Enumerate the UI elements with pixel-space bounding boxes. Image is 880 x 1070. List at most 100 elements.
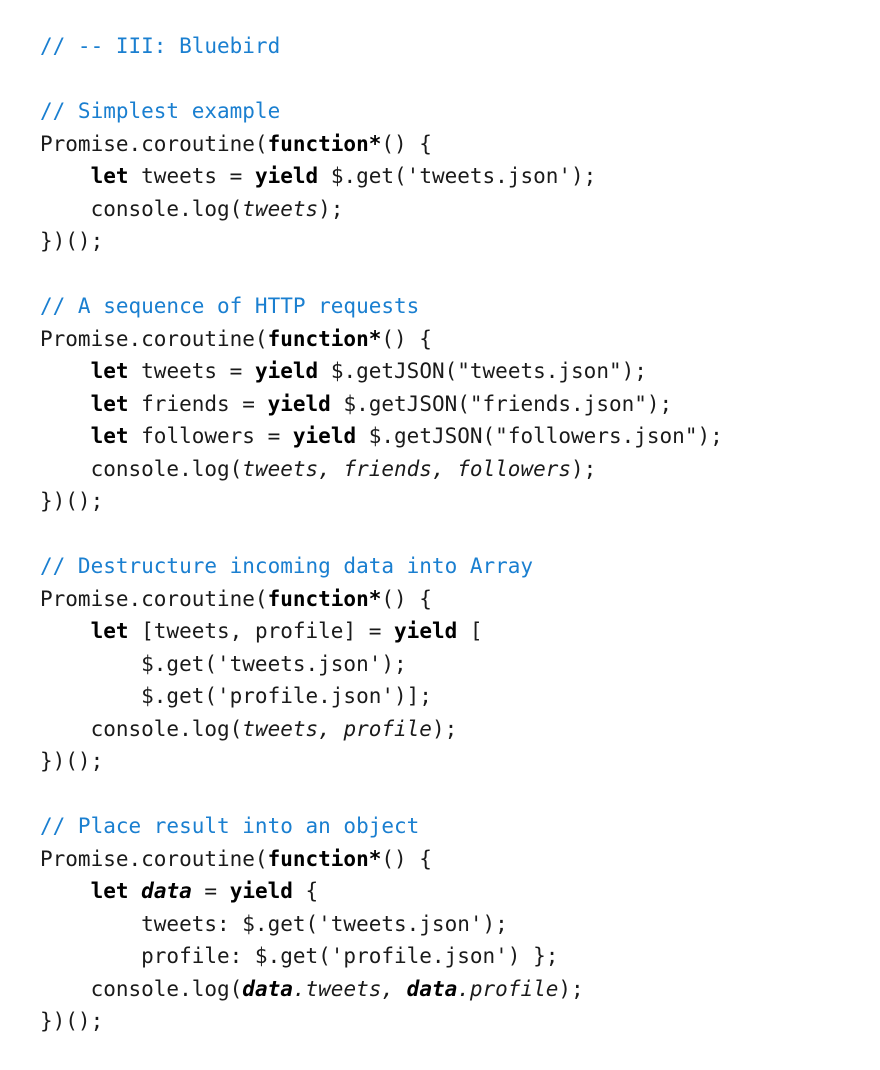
code-token: profile: $.get('profile.json') }; [40, 944, 559, 968]
code-line: console.log(tweets); [40, 193, 723, 226]
code-comment: // Simplest example [40, 99, 281, 123]
code-token: tweets = [128, 164, 255, 188]
code-token: $.getJSON("followers.json"); [356, 424, 723, 448]
code-token: $.getJSON("friends.json"); [330, 391, 673, 416]
code-token [129, 879, 142, 903]
code-line: // Simplest example [40, 95, 723, 128]
code-keyword: function* [267, 846, 382, 871]
code-line: Promise.coroutine(function*() { [40, 128, 723, 161]
code-token: $.get('profile.json')]; [40, 684, 432, 708]
code-token [40, 619, 91, 643]
code-line: let tweets = yield $.getJSON("tweets.jso… [40, 355, 723, 388]
code-line: // Destructure incoming data into Array [40, 550, 723, 583]
blank-line [40, 778, 723, 811]
code-token [40, 879, 91, 903]
code-token: ); [571, 456, 597, 481]
code-line: Promise.coroutine(function*() { [40, 583, 723, 616]
code-token: [tweets, profile] = [128, 619, 395, 643]
code-keyword: yield [394, 619, 458, 643]
code-line: // Place result into an object [40, 810, 723, 843]
code-line: let data = yield { [40, 875, 723, 908]
code-line: Promise.coroutine(function*() { [40, 843, 723, 876]
code-keyword: let [90, 619, 129, 643]
code-token: tweets [242, 196, 319, 221]
code-comment: // Destructure incoming data into Array [40, 554, 534, 578]
code-token: $.getJSON("tweets.json"); [318, 359, 647, 383]
code-token: ); [558, 976, 584, 1001]
code-line: // A sequence of HTTP requests [40, 290, 723, 323]
code-comment: // Place result into an object [40, 814, 420, 838]
code-line: console.log(tweets, profile); [40, 713, 723, 746]
code-token: friends = [128, 391, 268, 416]
code-token: () { [381, 846, 432, 871]
code-token: })(); [40, 489, 104, 513]
code-keyword: function* [267, 586, 382, 611]
code-token: tweets, profile [242, 716, 432, 741]
code-token: console.log( [40, 456, 243, 481]
code-keyword: yield [229, 879, 293, 903]
code-token: console.log( [40, 976, 243, 1001]
code-token: $.get('tweets.json'); [40, 651, 407, 676]
code-token: data [242, 976, 293, 1001]
code-line: $.get('tweets.json'); [40, 648, 723, 681]
code-line: })(); [40, 225, 723, 258]
code-line: let tweets = yield $.get('tweets.json'); [40, 160, 723, 193]
code-token: Promise.coroutine( [40, 586, 268, 611]
code-token: tweets: $.get('tweets.json'); [40, 911, 508, 936]
code-line: Promise.coroutine(function*() { [40, 323, 723, 356]
code-keyword: let [90, 879, 129, 903]
code-token: })(); [40, 1009, 104, 1033]
code-token: followers = [128, 424, 293, 448]
code-token: data [141, 879, 192, 903]
code-token: Promise.coroutine( [40, 131, 268, 156]
code-token: ); [431, 716, 458, 741]
code-line: $.get('profile.json')]; [40, 680, 723, 713]
code-keyword: yield [254, 359, 319, 383]
code-token: () { [381, 586, 432, 611]
code-token: { [292, 879, 319, 903]
code-keyword: let [90, 359, 129, 383]
code-keyword: yield [254, 164, 319, 188]
blank-line [40, 518, 723, 551]
code-line: // -- III: Bluebird [40, 30, 723, 63]
code-token: $.get('tweets.json'); [318, 164, 597, 188]
code-line: let [tweets, profile] = yield [ [40, 615, 723, 648]
code-line: console.log(tweets, friends, followers); [40, 453, 723, 486]
code-token: data [406, 976, 458, 1001]
code-comment: // -- III: Bluebird [40, 34, 281, 58]
code-token: console.log( [40, 716, 243, 741]
code-line: console.log(data.tweets, data.profile); [40, 973, 723, 1006]
code-keyword: function* [267, 326, 382, 351]
code-token [40, 424, 91, 448]
code-line: tweets: $.get('tweets.json'); [40, 908, 723, 941]
code-line: let friends = yield $.getJSON("friends.j… [40, 388, 723, 421]
code-token: Promise.coroutine( [40, 326, 268, 351]
code-token: console.log( [40, 196, 243, 221]
code-keyword: function* [267, 131, 382, 156]
code-token: Promise.coroutine( [40, 846, 268, 871]
code-keyword: let [90, 391, 129, 416]
code-token: = [191, 879, 230, 903]
code-keyword: yield [267, 391, 331, 416]
code-comment: // A sequence of HTTP requests [40, 294, 420, 318]
blank-line [40, 63, 723, 96]
code-token: tweets, friends, followers [242, 456, 572, 481]
code-keyword: yield [292, 424, 357, 448]
code-token: () { [381, 131, 432, 156]
code-token [40, 392, 91, 416]
code-token: [ [457, 619, 483, 643]
code-line: })(); [40, 1005, 723, 1038]
code-keyword: let [90, 164, 129, 188]
code-token: })(); [40, 229, 104, 253]
code-token: ); [318, 196, 344, 221]
code-token: .profile [457, 976, 559, 1001]
code-keyword: let [90, 424, 129, 448]
code-line: })(); [40, 485, 723, 518]
code-token: tweets = [128, 359, 255, 383]
code-line: profile: $.get('profile.json') }; [40, 940, 723, 973]
code-token: })(); [40, 749, 104, 773]
code-token [40, 359, 91, 383]
code-token: () { [381, 326, 432, 351]
code-token: .tweets, [292, 976, 407, 1001]
